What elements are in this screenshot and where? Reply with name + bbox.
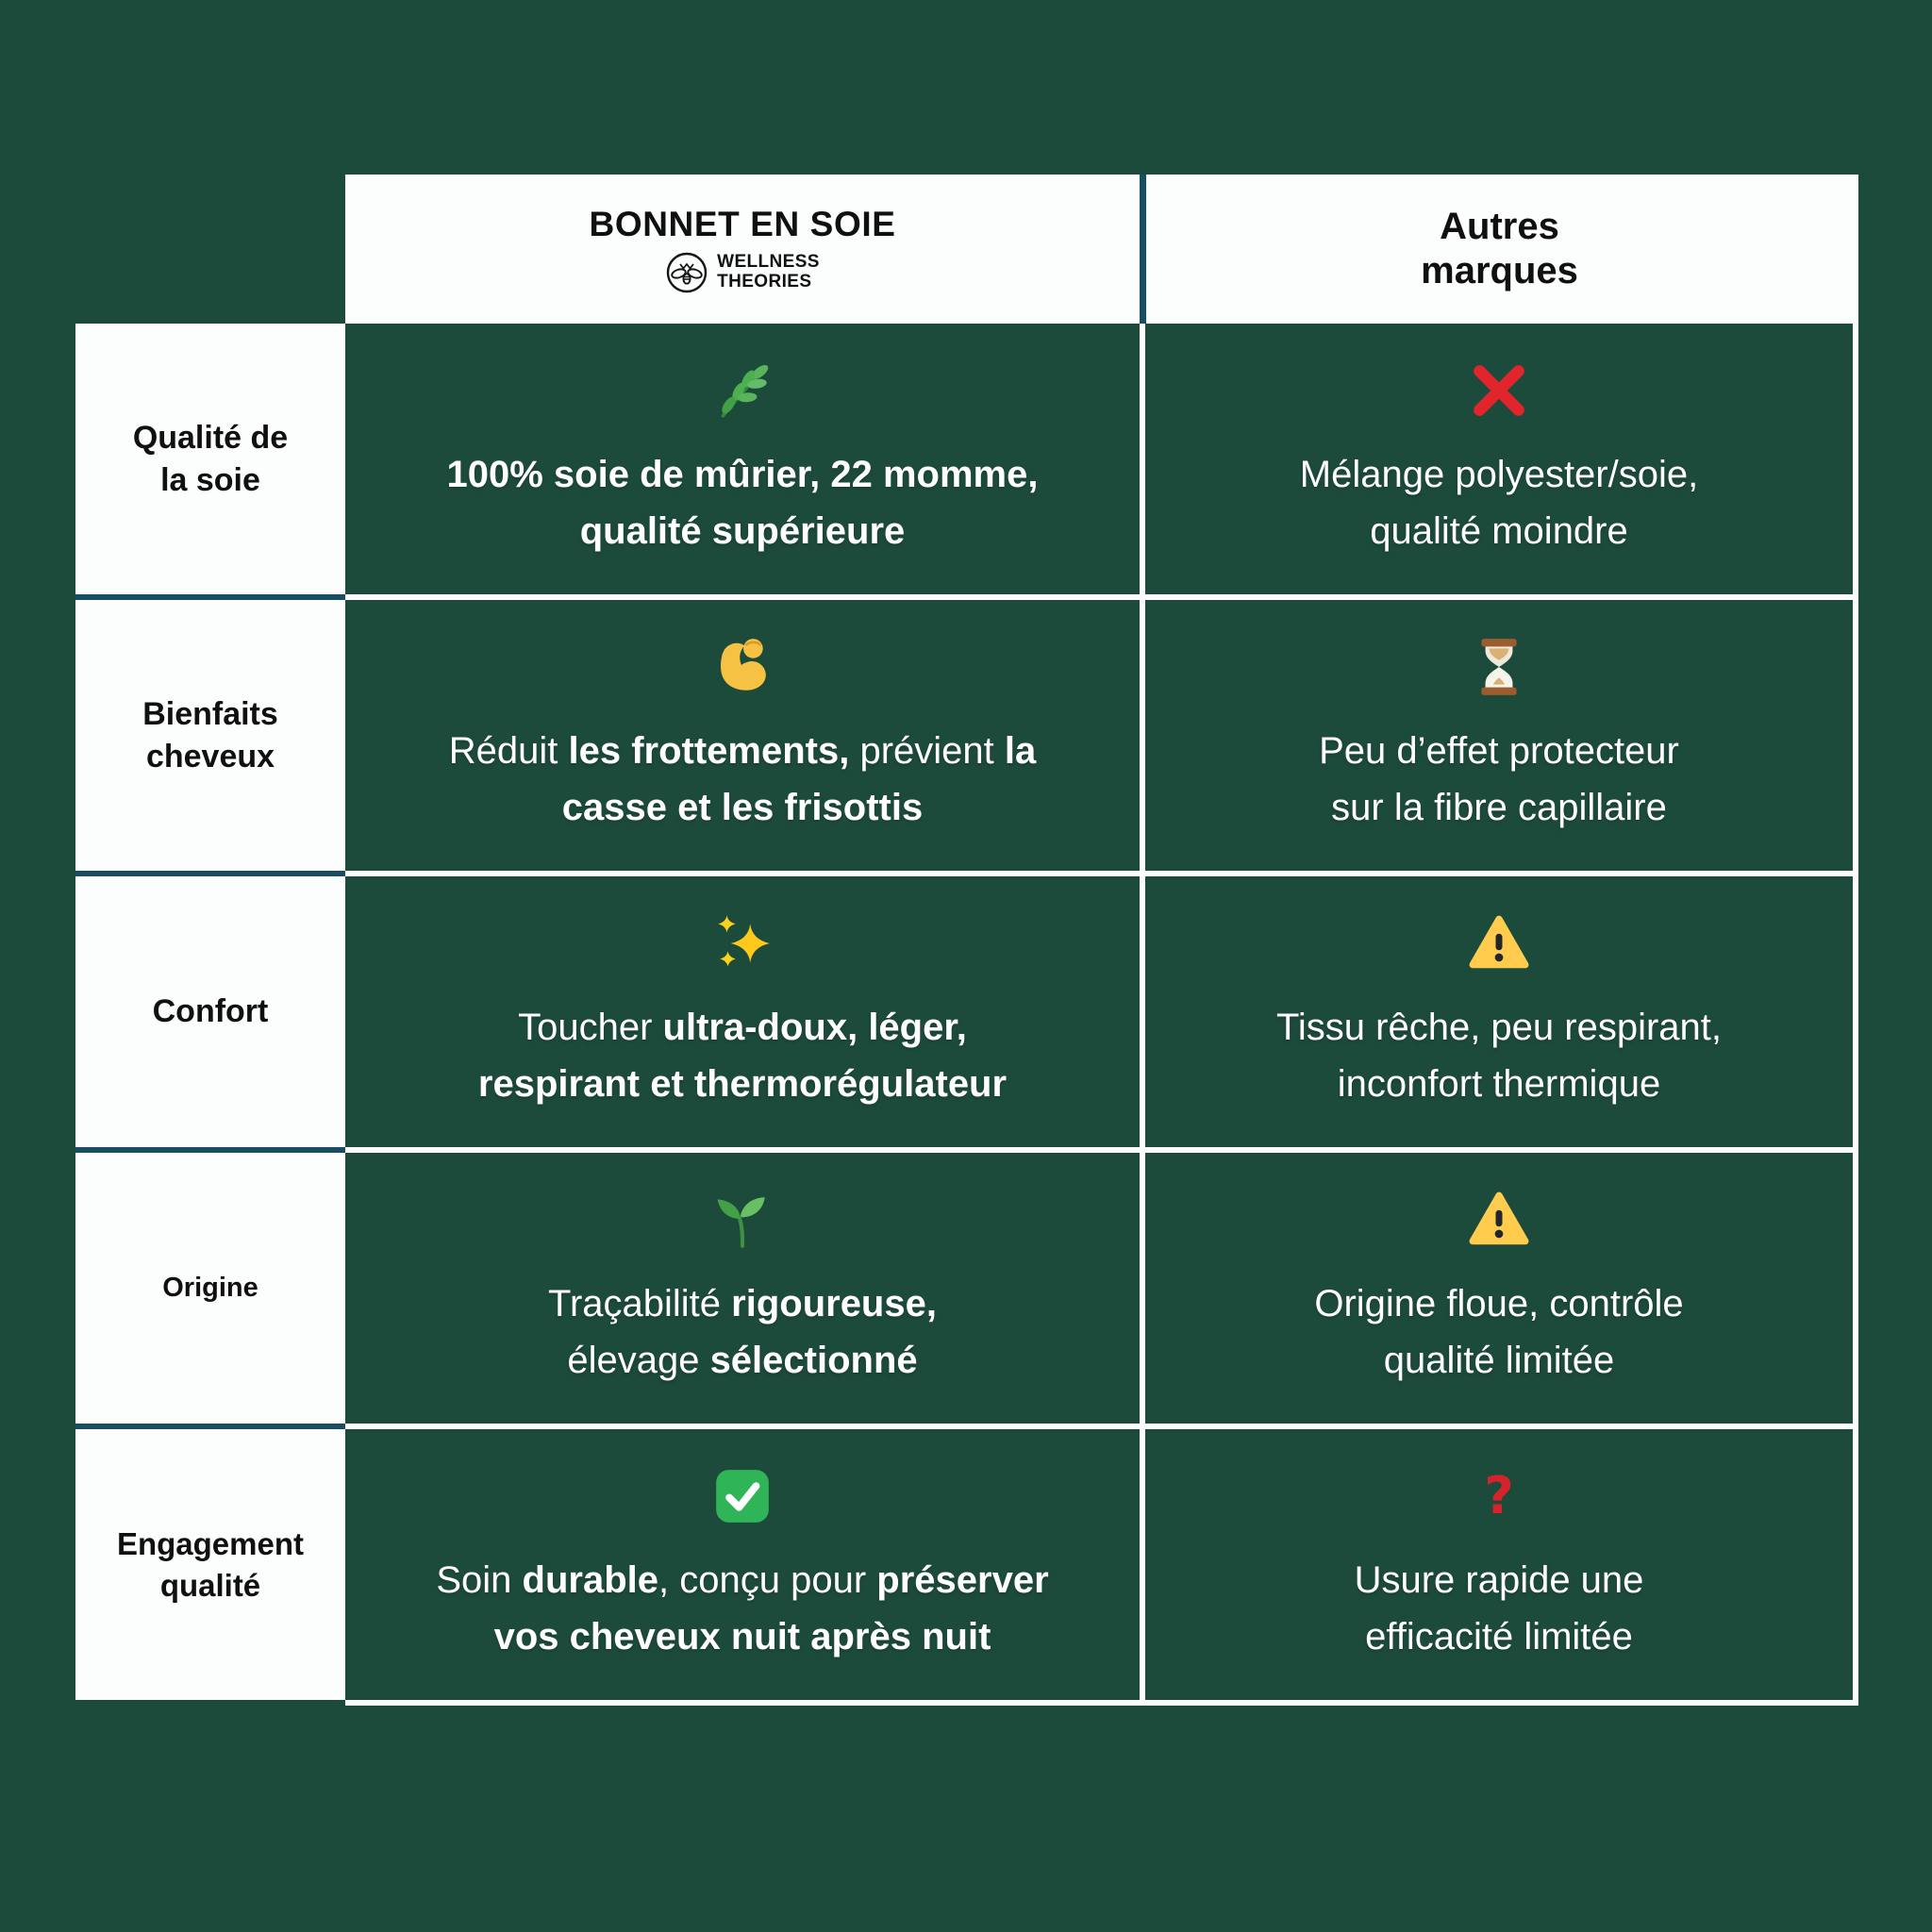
- brand-cell-hair-benefits: Réduit les frottements, prévient la cass…: [345, 600, 1140, 871]
- check-mark-icon: [711, 1465, 774, 1527]
- other-text-quality-commitment: Usure rapide une efficacité limitée: [1354, 1558, 1644, 1657]
- brand-cell-comfort: Toucher ultra-doux, léger, respirant et …: [345, 876, 1140, 1147]
- label-row-divider: [75, 594, 345, 601]
- label-row-divider: [75, 1147, 345, 1154]
- other-cell-silk-quality: Mélange polyester/soie, qualité moindre: [1145, 324, 1853, 594]
- sparkles-icon: [711, 912, 774, 974]
- brand-text-quality-commitment: Soin durable, conçu pour préserver vos c…: [436, 1558, 1049, 1657]
- other-cell-hair-benefits: Peu d’effet protecteur sur la fibre capi…: [1145, 600, 1853, 871]
- row-label-comfort: Confort: [75, 876, 345, 1147]
- row-label-quality-commitment: Engagement qualité: [75, 1429, 345, 1700]
- other-brands-header-cell: Autres marques: [1146, 175, 1853, 324]
- brand-header-cell: BONNET EN SOIE WELLNESS THEORIES: [345, 175, 1140, 324]
- other-text-comfort: Tissu rêche, peu respirant, inconfort th…: [1275, 1006, 1723, 1105]
- brand-text-silk-quality: 100% soie de mûrier, 22 momme, qualité s…: [446, 453, 1039, 552]
- cross-mark-icon: [1468, 359, 1530, 422]
- brand-text-origin: Traçabilité rigoureuse, élevage sélectio…: [548, 1282, 937, 1381]
- flexed-biceps-icon: [711, 636, 774, 698]
- other-cell-comfort: Tissu rêche, peu respirant, inconfort th…: [1145, 876, 1853, 1147]
- herb-icon: [711, 359, 774, 422]
- other-cell-quality-commitment: ? Usure rapide une efficacité limitée: [1145, 1429, 1853, 1700]
- other-text-silk-quality: Mélange polyester/soie, qualité moindre: [1299, 453, 1699, 552]
- brand-logo: WELLNESS THEORIES: [665, 251, 820, 294]
- question-mark-icon: ?: [1484, 1465, 1514, 1525]
- label-row-divider: [75, 871, 345, 877]
- seedling-icon: [711, 1189, 774, 1251]
- brand-column-title: BONNET EN SOIE: [589, 204, 896, 243]
- row-label-origin: Origine: [75, 1153, 345, 1424]
- brand-text-comfort: Toucher ultra-doux, léger, respirant et …: [477, 1006, 1008, 1105]
- header-column-divider: [1140, 175, 1146, 324]
- other-text-hair-benefits: Peu d’effet protecteur sur la fibre capi…: [1319, 729, 1679, 828]
- brand-cell-origin: Traçabilité rigoureuse, élevage sélectio…: [345, 1153, 1140, 1424]
- brand-cell-silk-quality: 100% soie de mûrier, 22 momme, qualité s…: [345, 324, 1140, 594]
- comparison-table: BONNET EN SOIE WELLNESS THEORIES Autres …: [75, 175, 1858, 1706]
- other-text-origin: Origine floue, contrôle qualité limitée: [1314, 1282, 1684, 1381]
- brand-cell-quality-commitment: Soin durable, conçu pour préserver vos c…: [345, 1429, 1140, 1700]
- other-cell-origin: Origine floue, contrôle qualité limitée: [1145, 1153, 1853, 1424]
- row-label-hair-benefits: Bienfaits cheveux: [75, 600, 345, 871]
- hourglass-icon: [1468, 636, 1530, 698]
- bee-logo-icon: [666, 252, 708, 292]
- label-row-divider: [75, 1424, 345, 1430]
- row-label-silk-quality: Qualité de la soie: [75, 324, 345, 594]
- warning-icon: [1468, 1189, 1530, 1251]
- brand-text-hair-benefits: Réduit les frottements, prévient la cass…: [448, 729, 1037, 828]
- brand-logo-text: WELLNESS THEORIES: [717, 251, 820, 291]
- warning-icon: [1468, 912, 1530, 974]
